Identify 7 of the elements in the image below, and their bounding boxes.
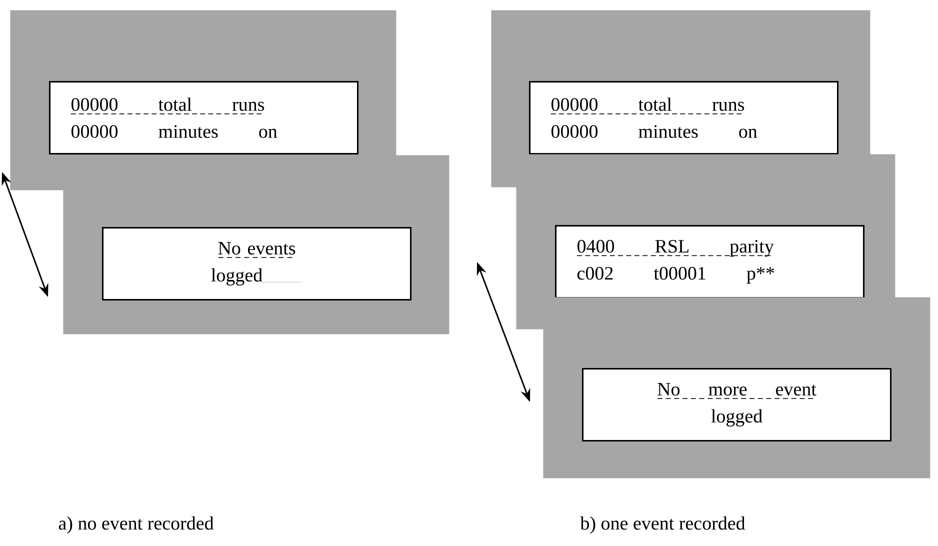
lcd-display: 0400 RSL parity c002 t00001 p** <box>555 225 864 298</box>
lcd-display: 00000 total runs 00000 minutes on <box>529 81 838 154</box>
lcd-display: No events logged <box>102 227 412 300</box>
caption: a) no event recorded <box>58 516 214 534</box>
lcd-display: 00000 total runs 00000 minutes on <box>49 81 358 154</box>
lcd-display: No more event logged <box>582 368 892 442</box>
caption: b) one event recorded <box>580 516 746 534</box>
